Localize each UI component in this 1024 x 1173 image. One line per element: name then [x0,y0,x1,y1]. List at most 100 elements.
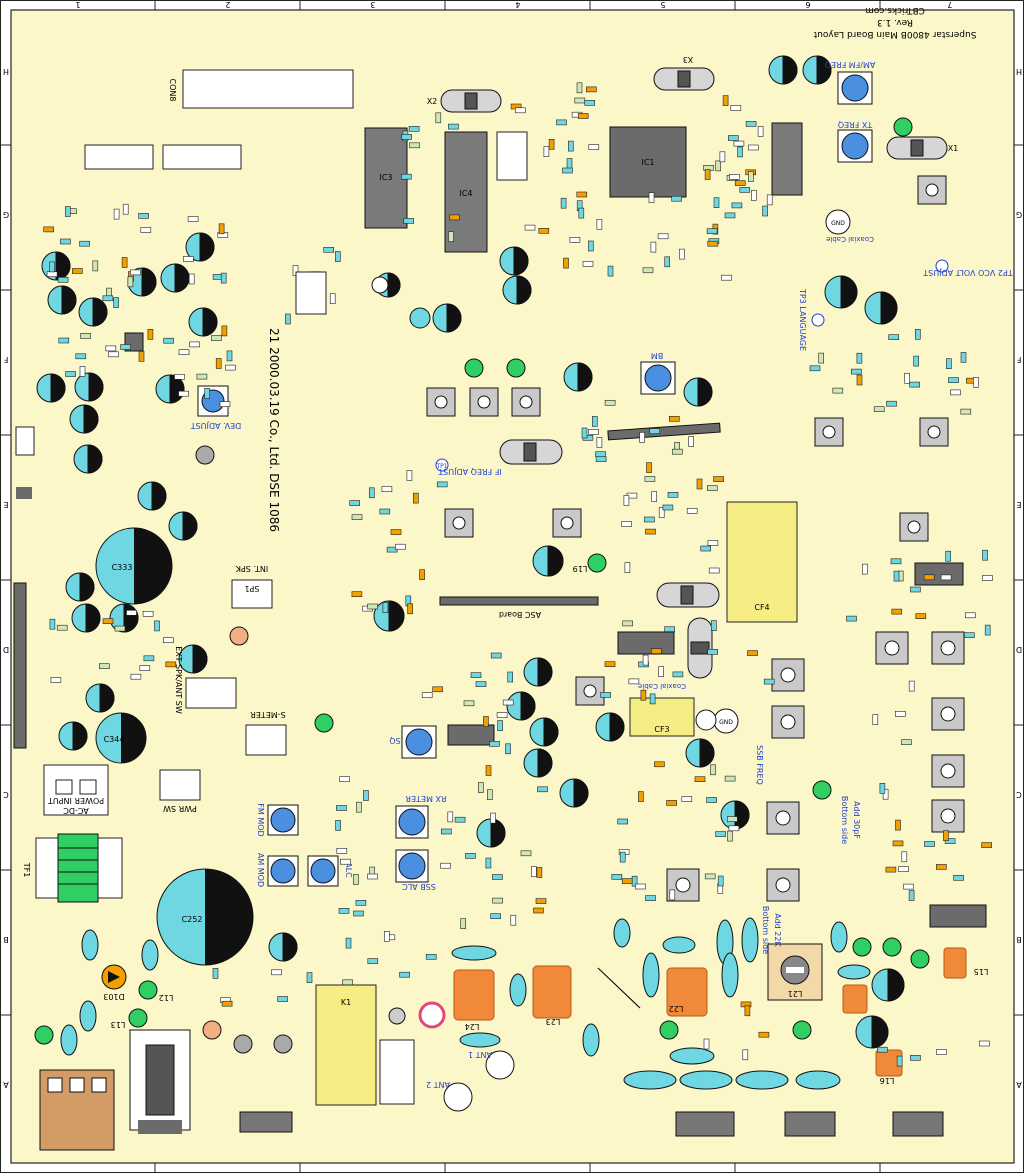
smd-part [611,874,623,880]
smd-part [460,918,467,930]
smd-part [729,174,740,180]
grid-row-f: F [3,355,8,364]
electrolytic-caps [36,55,905,1049]
tp3-label: TP3 LANGUAGE [798,288,807,351]
smd-part [950,389,961,396]
smd-part [323,247,335,253]
smd-part [885,866,897,873]
smd-part [671,195,682,202]
grid-row-d-right: D [1016,645,1022,654]
if-freq-adjust-label: IF FREQ ADJUST [438,467,501,476]
smd-part [383,930,390,942]
smd-part [351,514,363,521]
smd-part [510,914,517,926]
smd-part [650,648,662,654]
dev-adjust-label: DEV. ADJUST [191,421,242,430]
coaxial-label-1: Coaxial Cable [826,235,874,243]
smd-part [492,897,503,904]
grid-top [154,0,881,10]
smd-part [576,191,588,198]
grid-row-d: D [3,645,9,654]
smd-part [351,591,363,598]
smd-part [945,550,952,562]
smd-part [339,858,351,865]
smd-part [226,350,233,362]
smd-part [412,492,419,504]
smd-part [578,207,585,219]
l22-label: L22 [669,1004,684,1013]
smd-part [483,716,489,727]
smd-part [747,650,758,656]
smd-part [872,714,879,725]
alc-label: ALC [344,862,353,878]
smd-part [219,401,231,408]
smd-part [953,874,964,881]
cf4-label: CF4 [754,603,769,612]
capacitor-c344: C344 [95,712,147,764]
smd-part [401,134,412,140]
smd-part [704,169,711,180]
smd-part [667,491,679,498]
title-block: Superstar 4800B Main Board Layout Rev. 1… [813,5,976,39]
smd-part [896,1055,903,1067]
connector-con8: CON8 [168,69,354,109]
smd-part [640,689,647,701]
smd-part [114,625,126,632]
ic-1: IC1 [609,126,687,198]
smd-part [113,208,120,220]
smd-part [408,126,420,132]
smd-part [700,545,712,552]
smd-part [904,372,910,384]
smd-part [356,801,362,813]
smd-part [681,796,693,802]
smd-part [334,251,341,262]
gnd-label-2: GND [719,719,733,726]
smd-part [367,603,378,610]
smd-part [757,126,764,137]
smd-part [595,456,607,462]
smd-part [489,740,500,747]
smd-part [623,495,630,506]
smd-part [651,491,658,502]
ic-1-label: IC1 [641,158,654,167]
smd-part [901,739,912,746]
smd-part [635,883,646,890]
smd-part [196,373,208,380]
cf3-label: CF3 [654,725,669,734]
smd-part [688,436,695,447]
smd-part [908,890,915,901]
smd-part [79,240,90,247]
smd-part [879,782,886,794]
smd-part [306,972,313,983]
grid-right [1014,144,1024,1016]
smd-part [538,228,550,234]
smd-part [368,487,375,499]
bottom-conn-2 [675,1111,735,1137]
smd-part [338,907,350,914]
ext-spk-connector: EXT SPK/ANT SW [174,646,237,714]
smd-part [165,661,177,668]
transistor-5 [409,307,431,329]
grid-left [0,144,11,1016]
smd-part [638,791,644,802]
smd-part [726,816,738,822]
smd-part [419,569,425,581]
smd-part [400,173,412,180]
grid-col-labels-top: 1 2 3 4 5 6 7 [75,0,952,9]
smd-part [710,764,716,776]
smd-part [215,358,222,369]
smd-part [727,135,739,141]
smd-part [898,866,909,872]
smd-part [747,144,759,151]
ic-dip-asc [447,724,495,746]
capacitor-c333: C333 [95,527,173,605]
smd-part [923,574,935,581]
smd-part [584,100,596,106]
smd-part [566,158,573,169]
smd-part [649,428,661,435]
green-parts [34,117,930,1045]
smd-part [139,665,151,672]
copper-coils [453,947,967,1077]
ic-dip-right [914,562,964,586]
smd-part [271,969,282,976]
